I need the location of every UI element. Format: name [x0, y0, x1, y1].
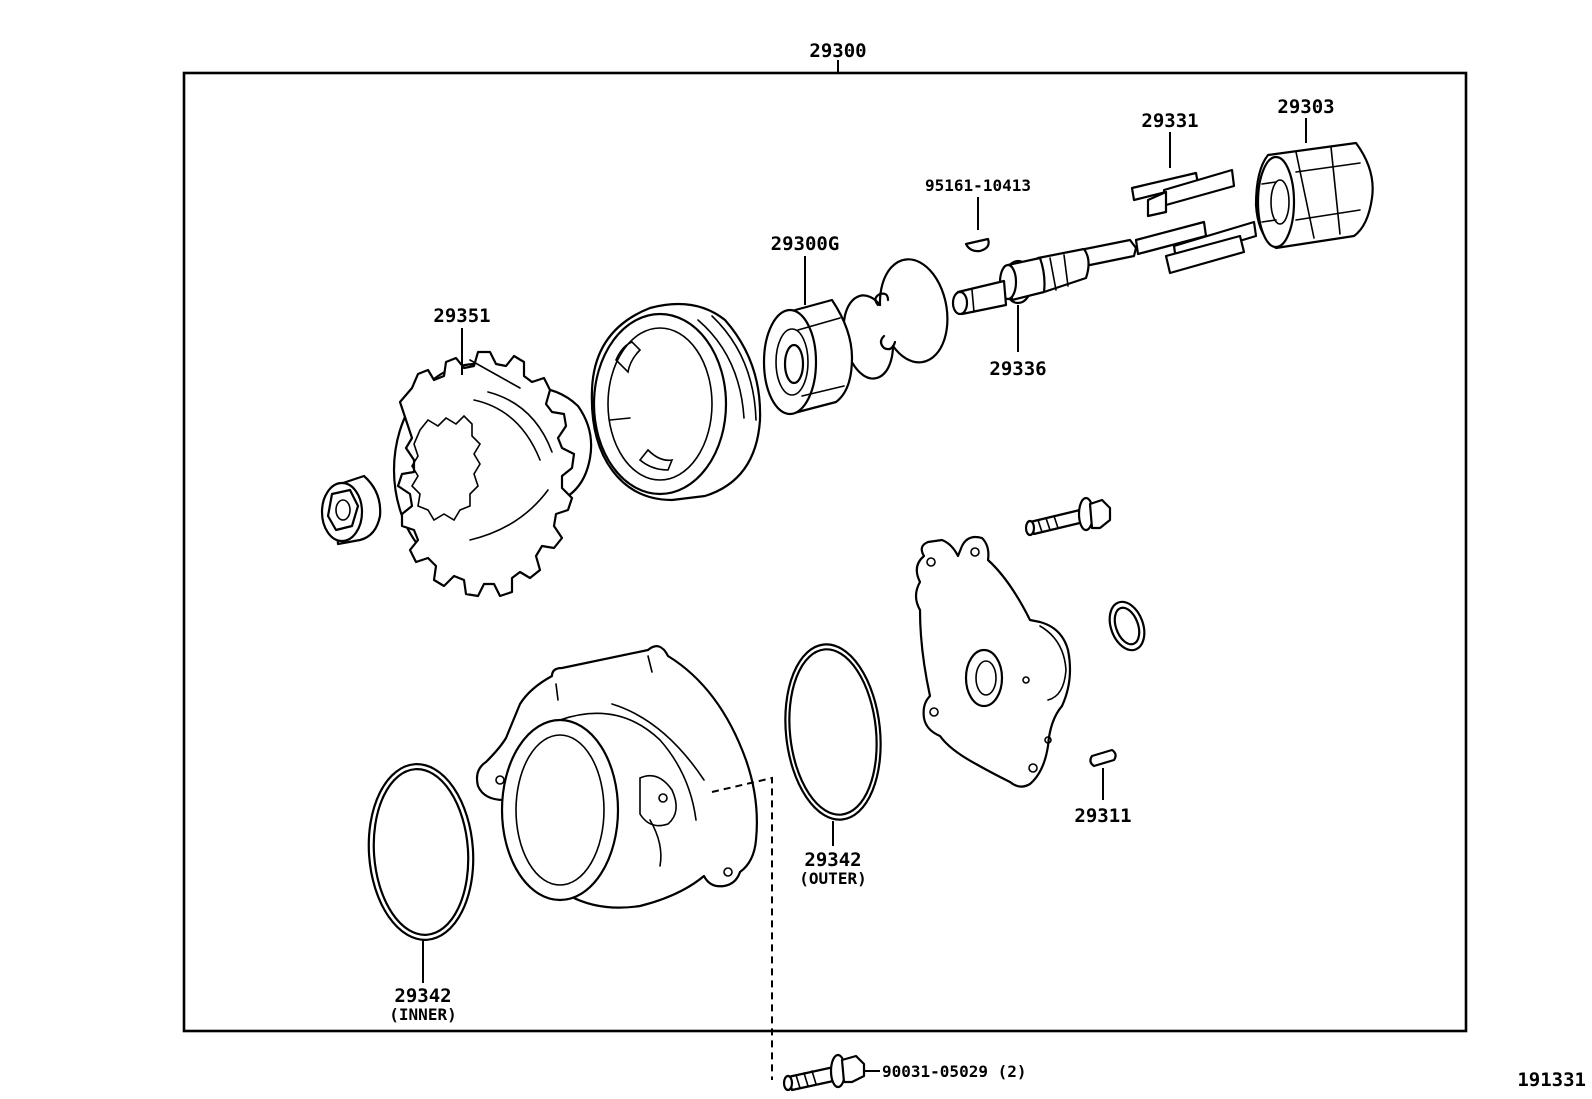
part-small-oring[interactable]: [1103, 597, 1150, 655]
label-29342-outer[interactable]: 29342: [804, 849, 861, 871]
part-29351-gear[interactable]: [392, 350, 593, 598]
part-29342-inner-oring[interactable]: [363, 761, 479, 944]
part-29311-pin[interactable]: [1089, 748, 1117, 768]
part-90031-bolt[interactable]: [782, 1053, 866, 1092]
label-29342-outer-note: (OUTER): [799, 869, 866, 888]
part-29336-shaft[interactable]: [951, 238, 1138, 316]
label-29303[interactable]: 29303: [1277, 96, 1334, 118]
part-flange-nut[interactable]: [320, 474, 382, 546]
label-29331[interactable]: 29331: [1141, 110, 1198, 132]
label-29342-inner-note: (INNER): [389, 1005, 456, 1024]
part-29300G-bearing[interactable]: [762, 298, 854, 416]
part-flange-bolt[interactable]: [1024, 496, 1112, 537]
part-snap-ring[interactable]: [842, 258, 949, 380]
label-95161[interactable]: 95161-10413: [925, 176, 1031, 195]
assembly-label[interactable]: 29300: [809, 40, 866, 62]
label-29342-inner[interactable]: 29342: [394, 985, 451, 1007]
part-29331-strips[interactable]: [1130, 168, 1258, 275]
label-90031[interactable]: 90031-05029 (2): [882, 1062, 1027, 1081]
assembly-frame: [182, 71, 1468, 1033]
part-29303-sleeve[interactable]: [1254, 141, 1374, 250]
label-29300G[interactable]: 29300G: [771, 233, 840, 255]
diagram-id: 191331: [1517, 1069, 1586, 1091]
part-cover-plate[interactable]: [914, 535, 1072, 788]
label-29336[interactable]: 29336: [989, 358, 1046, 380]
label-29311[interactable]: 29311: [1074, 805, 1131, 827]
part-95161-key[interactable]: [964, 237, 990, 253]
part-starter-housing[interactable]: [475, 645, 758, 909]
part-29342-outer-oring[interactable]: [777, 640, 889, 825]
part-clutch-housing[interactable]: [590, 302, 762, 502]
installation-dashed-line: [711, 776, 773, 1080]
label-29351[interactable]: 29351: [433, 305, 490, 327]
